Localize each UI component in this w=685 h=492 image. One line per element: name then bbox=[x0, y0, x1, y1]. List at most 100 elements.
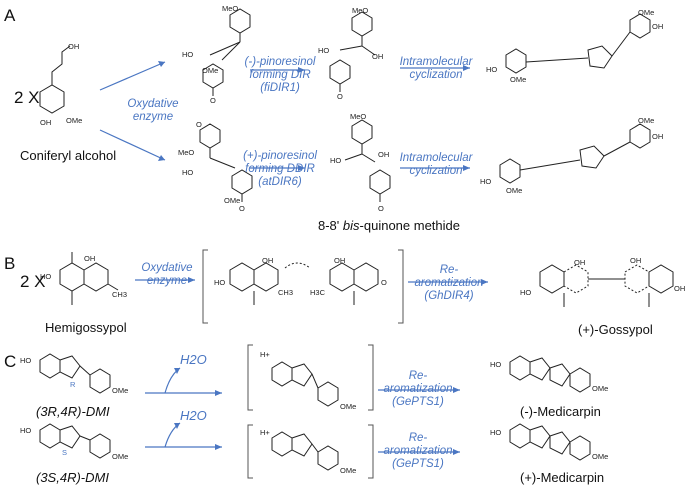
atom-ome-a6b: OMe bbox=[506, 186, 523, 195]
atom-ho-c1: HO bbox=[20, 356, 32, 365]
atom-o-a4b: O bbox=[239, 204, 245, 213]
bracket-c-bottom-left bbox=[247, 424, 253, 479]
atom-ome-c3: OMe bbox=[340, 402, 357, 411]
atom-ch3-b1: CH3 bbox=[112, 290, 128, 299]
enzyme-a-label: Oxydative enzyme bbox=[127, 98, 179, 123]
atom-oh2-coniferyl: OH bbox=[40, 118, 52, 127]
atom-o-a5: O bbox=[378, 204, 384, 213]
arrow-a-bottom bbox=[99, 129, 166, 161]
atom-oh-b6: OH bbox=[674, 284, 685, 293]
bracket-b-right bbox=[398, 249, 404, 324]
substrate-a-label: Coniferyl alcohol bbox=[20, 148, 117, 163]
atom-hplus-c4: H+ bbox=[260, 428, 270, 437]
atom-ho-c6: HO bbox=[490, 428, 502, 437]
panel-label-c: C bbox=[4, 352, 17, 371]
gossypol-intermediate-structure bbox=[229, 262, 379, 305]
product-c-bottom-label: (+)-Medicarpin bbox=[520, 470, 605, 485]
product-c-top-label: (-)-Medicarpin bbox=[520, 404, 601, 419]
atom-ho-c5: HO bbox=[490, 360, 502, 369]
atom-o-b3: O bbox=[381, 278, 387, 287]
rearomatization-b-label: Re-aromatization (GhDIR4) bbox=[414, 264, 484, 302]
atom-oh-b4: OH bbox=[574, 258, 586, 267]
arrow-a-top bbox=[99, 61, 166, 91]
atom-ho-c2: HO bbox=[20, 426, 32, 435]
atom-ome-c5: OMe bbox=[592, 384, 609, 393]
multiplier-a: 2 X bbox=[14, 88, 40, 107]
atom-ome-a6: OMe bbox=[638, 116, 655, 125]
atom-ome-a3: OMe bbox=[638, 8, 655, 17]
atom-oh-a3: OH bbox=[652, 22, 664, 31]
atom-ho-a5: HO bbox=[330, 156, 342, 165]
substrate-c-bottom-label: (3S,4R)-DMI bbox=[36, 470, 109, 485]
quinone-methide-top-middle bbox=[329, 11, 376, 92]
enzyme-b-label: Oxydative enzyme bbox=[141, 262, 193, 287]
substrate-b-label: Hemigossypol bbox=[45, 320, 127, 335]
atom-oh-coniferyl: OH bbox=[68, 42, 80, 51]
atom-o-a4: O bbox=[196, 120, 202, 129]
quinone-methide-top-left bbox=[202, 8, 251, 96]
dir-top-label: (-)-pinoresinol forming DIR (fiDIR1) bbox=[244, 56, 316, 94]
atom-ome-a3b: OMe bbox=[510, 75, 527, 84]
medicarpin-minus-structure bbox=[509, 355, 591, 393]
atom-oh-b3: OH bbox=[334, 256, 346, 265]
atom-ome-c1: OMe bbox=[112, 386, 129, 395]
atom-ho-b2: HO bbox=[214, 278, 226, 287]
atom-oh-a5: OH bbox=[378, 150, 390, 159]
atom-o-a1: O bbox=[210, 96, 216, 105]
bracket-b-left bbox=[202, 249, 208, 324]
atom-meo-a2: MeO bbox=[352, 6, 369, 15]
cyclization-bottom-label: Intramolecular cyclization bbox=[399, 152, 473, 177]
atom-ho-a2: HO bbox=[318, 46, 330, 55]
quinone-methide-bottom-left bbox=[199, 123, 253, 202]
atom-ome-c6: OMe bbox=[592, 452, 609, 461]
atom-ho-a6: HO bbox=[480, 177, 492, 186]
dmi-3r4r-structure bbox=[39, 353, 111, 394]
atom-ho-a4: HO bbox=[182, 168, 194, 177]
atom-meo-a4: MeO bbox=[178, 148, 195, 157]
intermediate-label: 8-8' bis-quinone methide bbox=[318, 218, 460, 233]
multiplier-b: 2 X bbox=[20, 272, 46, 291]
atom-s-c2: S bbox=[62, 448, 68, 457]
water-top-label: H2O bbox=[180, 352, 207, 367]
atom-meo-a1: MeO bbox=[222, 4, 239, 13]
pinoresinol-bottom bbox=[499, 123, 651, 184]
bracket-c-top-left bbox=[247, 344, 253, 411]
substrate-c-top-label: (3R,4R)-DMI bbox=[36, 404, 110, 419]
coniferyl-alcohol-structure bbox=[39, 45, 71, 114]
atom-oh-a6: OH bbox=[652, 132, 664, 141]
bracket-c-top-right bbox=[368, 344, 374, 411]
product-b-label: (+)-Gossypol bbox=[578, 322, 653, 337]
panel-label-a: A bbox=[4, 6, 16, 25]
atom-ome-c4: OMe bbox=[340, 466, 357, 475]
quinone-methide-bottom-middle bbox=[344, 119, 391, 202]
atom-ome-a4: OMe bbox=[224, 196, 241, 205]
rearomatization-c-top-label: Re-aromatization (GePTS1) bbox=[383, 370, 453, 408]
atom-o-a2: O bbox=[337, 92, 343, 101]
oxocarbenium-bottom-structure bbox=[271, 431, 339, 471]
cyclization-top-label: Intramolecular cyclization bbox=[399, 56, 473, 81]
pinoresinol-top bbox=[505, 13, 651, 74]
atom-oh-b2: OH bbox=[262, 256, 274, 265]
panel-label-b: B bbox=[4, 254, 16, 273]
atom-ho-b1: HO bbox=[40, 272, 52, 281]
atom-oh-a2: OH bbox=[372, 52, 384, 61]
atom-ome-coniferyl: OMe bbox=[66, 116, 83, 125]
atom-oh-b1: OH bbox=[84, 254, 96, 263]
atom-ome-c2: OMe bbox=[112, 452, 129, 461]
dmi-3s4r-structure bbox=[39, 423, 111, 459]
dir-bottom-label: (+)-pinoresinol forming DDIR (atDIR6) bbox=[243, 150, 317, 188]
atom-ome-a1: OMe bbox=[202, 66, 219, 75]
oxocarbenium-top-structure bbox=[271, 361, 339, 407]
medicarpin-plus-structure bbox=[509, 423, 591, 461]
atom-meo-a5: MeO bbox=[350, 112, 367, 121]
atom-ho-a3: HO bbox=[486, 65, 498, 74]
atom-oh-b5: OH bbox=[630, 256, 642, 265]
gossypol-product-structure bbox=[539, 264, 674, 307]
rearomatization-c-bottom-label: Re-aromatization (GePTS1) bbox=[383, 432, 453, 470]
bracket-c-bottom-right bbox=[368, 424, 374, 479]
atom-ch3-b2: CH3 bbox=[278, 288, 294, 297]
hemigossypol-structure bbox=[59, 252, 119, 305]
atom-ho-a1: HO bbox=[182, 50, 194, 59]
water-bottom-label: H2O bbox=[180, 408, 207, 423]
